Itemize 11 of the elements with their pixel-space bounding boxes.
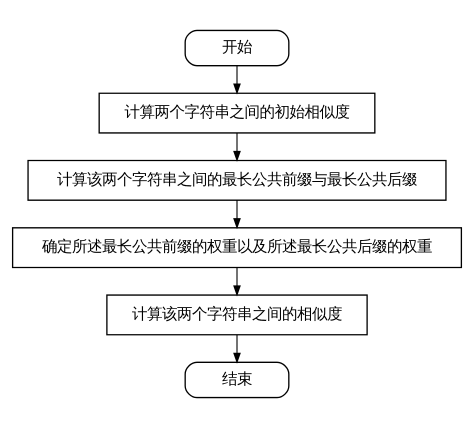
node-box: 计算两个字符串之间的初始相似度 xyxy=(98,92,376,134)
arrow xyxy=(233,200,241,229)
node-box: 开始 xyxy=(184,29,290,66)
arrow xyxy=(233,267,241,296)
arrow xyxy=(233,334,241,364)
arrow xyxy=(233,132,241,162)
node-box: 结束 xyxy=(184,361,290,398)
node-box: 计算该两个字符串之间的最长公共前缀与最长公共后缀 xyxy=(27,159,447,200)
arrow xyxy=(233,66,241,94)
node-box: 确定所述最长公共前缀的权重以及所述最长公共后缀的权重 xyxy=(12,226,462,268)
node-box: 计算该两个字符串之间的相似度 xyxy=(106,294,368,335)
